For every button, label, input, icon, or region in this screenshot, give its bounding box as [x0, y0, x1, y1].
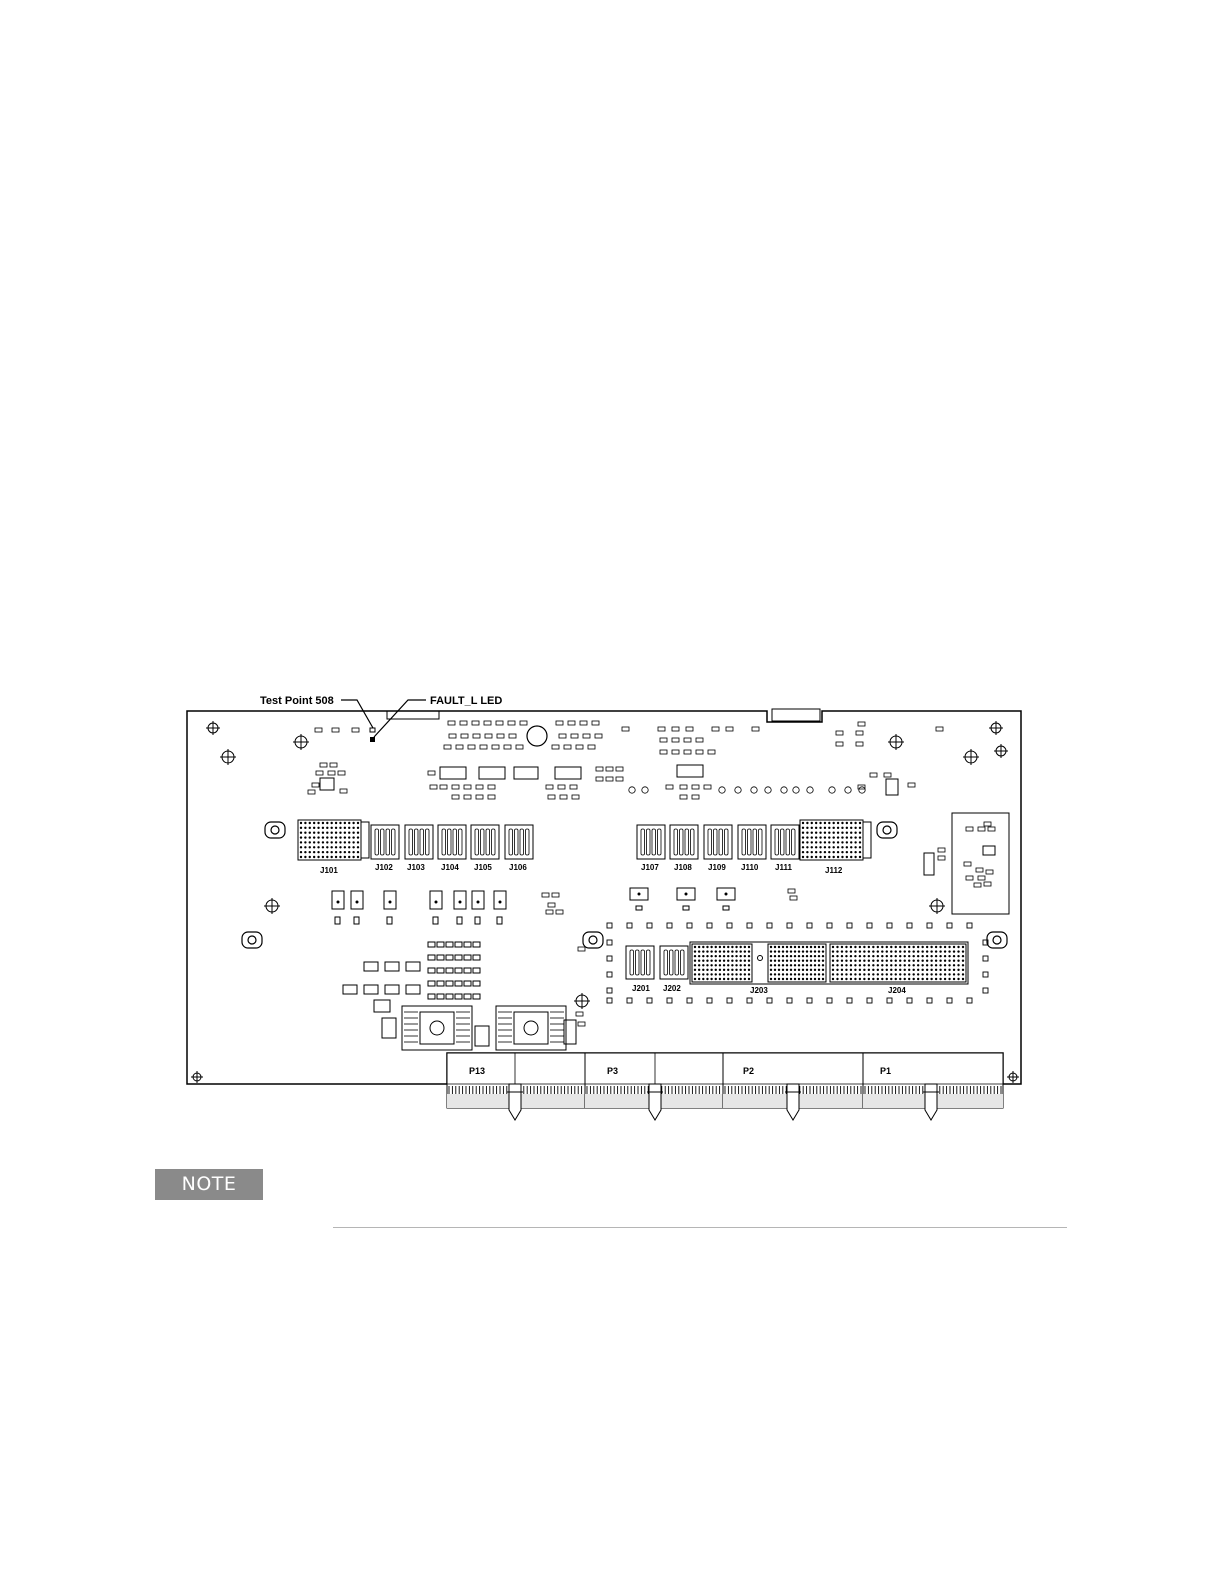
header-j106 — [505, 825, 533, 859]
discrete-dot-3 — [435, 901, 437, 903]
label-p2: P2 — [743, 1066, 754, 1076]
label-j104: J104 — [441, 863, 459, 872]
smd-diode-dot-0 — [638, 893, 640, 895]
label-j201: J201 — [632, 984, 650, 993]
label-j109: J109 — [708, 863, 726, 872]
smd-diode-dot-2 — [725, 893, 727, 895]
label-j103: J103 — [407, 863, 425, 872]
header-j102 — [371, 825, 399, 859]
label-j105: J105 — [474, 863, 492, 872]
header-j201 — [626, 946, 654, 979]
header-j104 — [438, 825, 466, 859]
label-j111: J111 — [775, 863, 792, 872]
callout-fault-led: FAULT_L LED — [430, 695, 502, 707]
board-outline — [187, 711, 1021, 1084]
discrete-dot-2 — [389, 901, 391, 903]
label-j202: J202 — [663, 984, 681, 993]
connector-j204 — [830, 944, 966, 982]
header-j105 — [471, 825, 499, 859]
connector-j101 — [298, 820, 361, 860]
label-j108: J108 — [674, 863, 692, 872]
label-j203: J203 — [750, 986, 768, 995]
label-j106: J106 — [509, 863, 527, 872]
header-j110 — [738, 825, 766, 859]
discrete-dot-0 — [337, 901, 339, 903]
header-j107 — [637, 825, 665, 859]
connector-j203-a — [692, 944, 752, 982]
discrete-dot-4 — [459, 901, 461, 903]
header-j111 — [771, 825, 799, 859]
key-post-0 — [509, 1084, 521, 1120]
discrete-dot-1 — [356, 901, 358, 903]
fault-led-marker — [370, 737, 375, 742]
header-j108 — [670, 825, 698, 859]
key-post-2 — [787, 1084, 799, 1120]
note-divider — [333, 1227, 1067, 1228]
label-j107: J107 — [641, 863, 659, 872]
key-post-1 — [649, 1084, 661, 1120]
header-j109 — [704, 825, 732, 859]
label-j204: J204 — [888, 986, 906, 995]
callout-test-point: Test Point 508 — [260, 695, 334, 707]
header-j202 — [660, 946, 688, 979]
discrete-dot-6 — [499, 901, 501, 903]
top-notch-right — [772, 709, 820, 721]
key-post-3 — [925, 1084, 937, 1120]
discrete-dot-5 — [477, 901, 479, 903]
note-badge: NOTE — [155, 1169, 263, 1200]
header-j103 — [405, 825, 433, 859]
edge-connectors — [447, 1053, 1003, 1120]
connector-j203-b — [768, 944, 826, 982]
label-p3: P3 — [607, 1066, 618, 1076]
smd-diode-dot-1 — [685, 893, 687, 895]
label-j101: J101 — [320, 866, 338, 875]
label-j112: J112 — [825, 866, 843, 875]
connector-j112 — [800, 820, 863, 860]
label-j102: J102 — [375, 863, 393, 872]
label-p1: P1 — [880, 1066, 891, 1076]
label-p13: P13 — [469, 1066, 485, 1076]
label-j110: J110 — [741, 863, 759, 872]
